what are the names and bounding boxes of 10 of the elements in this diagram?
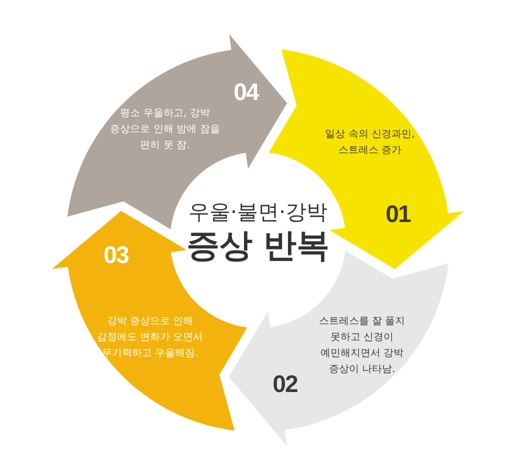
step-number: 04 (234, 80, 258, 106)
step-description: 강박 증상으로 인해 감정에도 변화가 오면서 무기력하고 우울해짐. (96, 315, 204, 361)
step-number: 03 (104, 243, 128, 269)
step-description: 스트레스를 잘 풀지 못하고 신경이 예민해지면서 강박 증상이 나타남. (318, 315, 406, 377)
step-number: 02 (272, 372, 298, 398)
step-description: 평소 우울하고, 강박 증상으로 인해 밤에 잠을 편히 못 잠. (109, 107, 221, 153)
step-number: 01 (386, 202, 410, 228)
step-description: 일상 속의 신경과민, 스트레스 증가 (324, 128, 416, 158)
center-title: 증상 반복 (186, 224, 330, 266)
subtitle: 우울·불면·강박 (188, 199, 328, 226)
